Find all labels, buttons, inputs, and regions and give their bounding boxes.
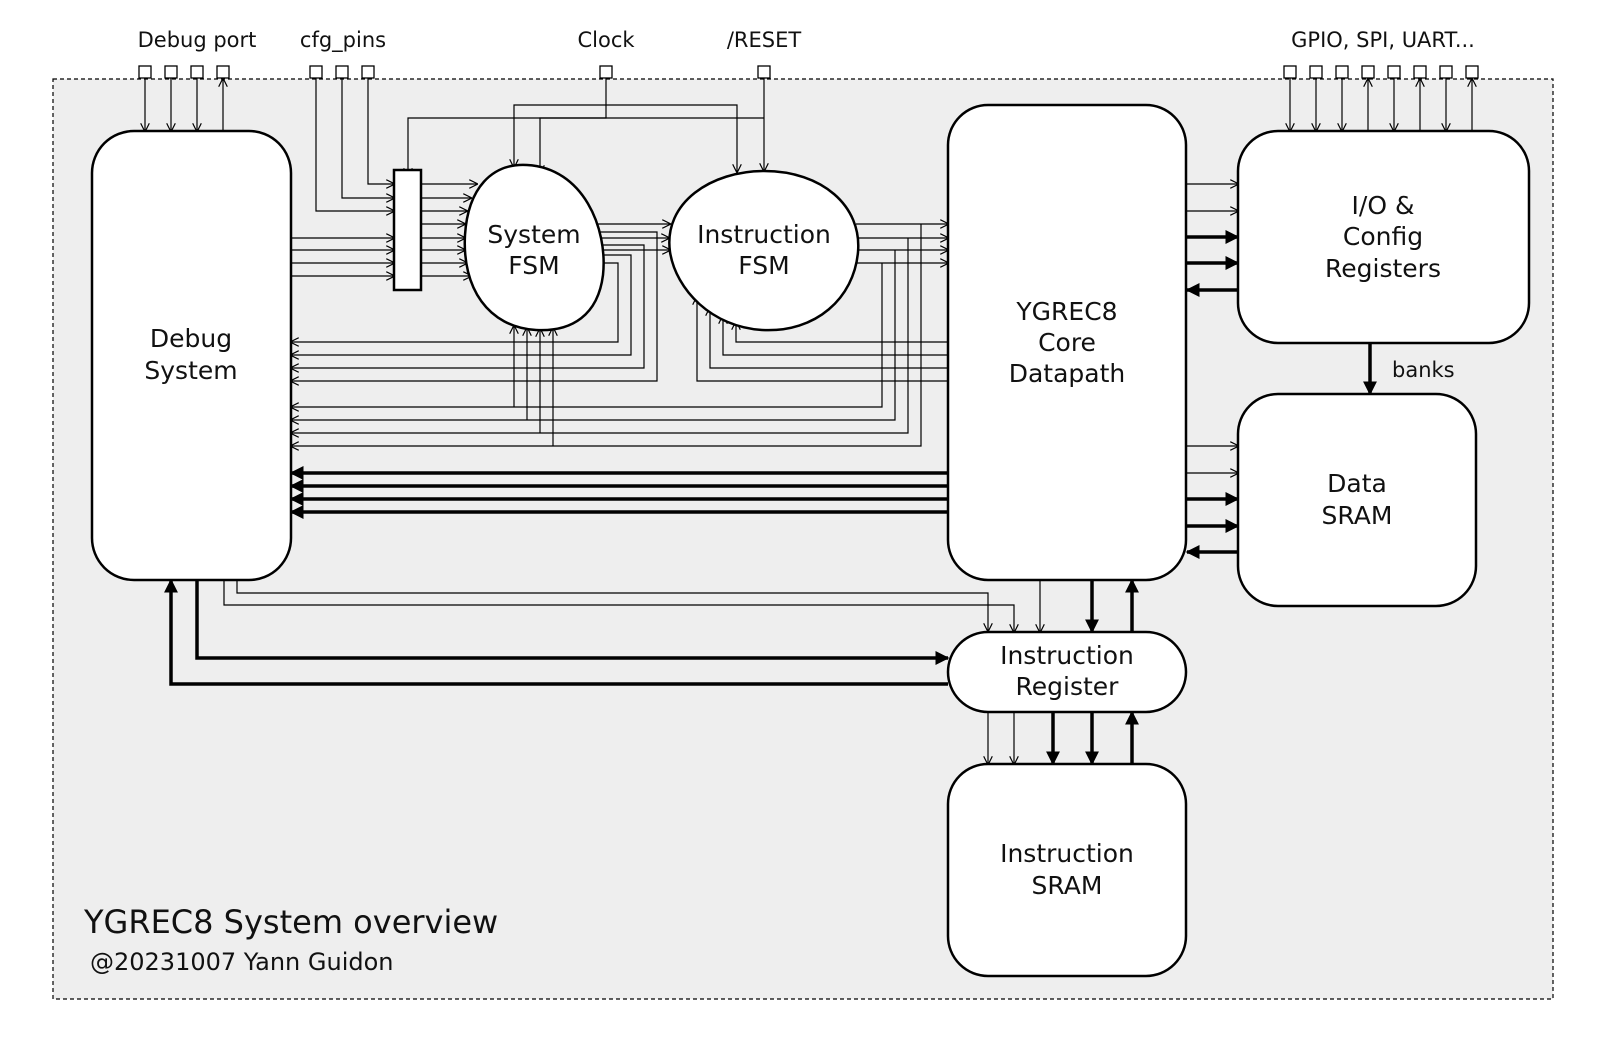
system-fsm-block: System FSM [463,163,605,332]
pin-label-gpio: GPIO, SPI, UART... [1291,28,1475,52]
pin-label-cfg-pins: cfg_pins [300,28,386,53]
svg-text:YGREC8: YGREC8 [1015,297,1117,326]
instruction-sram-block: Instruction SRAM [946,762,1188,978]
pin-label-clock: Clock [577,28,635,52]
svg-text:SRAM: SRAM [1032,871,1103,900]
svg-text:Config: Config [1343,222,1423,251]
svg-text:Instruction: Instruction [1000,839,1134,868]
svg-text:Register: Register [1016,672,1120,701]
io-config-block: I/O & Config Registers [1236,129,1531,345]
svg-text:Debug: Debug [150,324,232,353]
pin-pads [138,65,1479,79]
svg-text:System: System [487,220,580,249]
diagram-credit: @20231007 Yann Guidon [90,948,394,976]
instruction-fsm-block: Instruction FSM [668,169,860,332]
cfg-latch [392,168,423,292]
diagram-title: YGREC8 System overview [83,903,498,941]
svg-text:FSM: FSM [738,251,789,280]
core-datapath-block: YGREC8 Core Datapath [946,103,1188,582]
instruction-register-block: Instruction Register [946,630,1188,714]
svg-text:System: System [144,356,237,385]
svg-text:SRAM: SRAM [1322,501,1393,530]
svg-text:Datapath: Datapath [1009,359,1126,388]
svg-text:Instruction: Instruction [697,220,831,249]
svg-text:FSM: FSM [508,251,559,280]
pin-label-debug-port: Debug port [138,28,257,52]
signal-wires [145,78,1472,764]
pin-label-reset: /RESET [727,28,802,52]
data-buses [164,230,1377,766]
svg-text:Data: Data [1327,469,1387,498]
data-sram-block: Data SRAM [1236,392,1478,608]
svg-text:Registers: Registers [1325,254,1441,283]
banks-label: banks [1392,358,1455,382]
svg-text:Instruction: Instruction [1000,641,1134,670]
svg-text:I/O &: I/O & [1352,191,1415,220]
debug-system-block: Debug System [90,129,293,582]
svg-text:Core: Core [1038,328,1096,357]
